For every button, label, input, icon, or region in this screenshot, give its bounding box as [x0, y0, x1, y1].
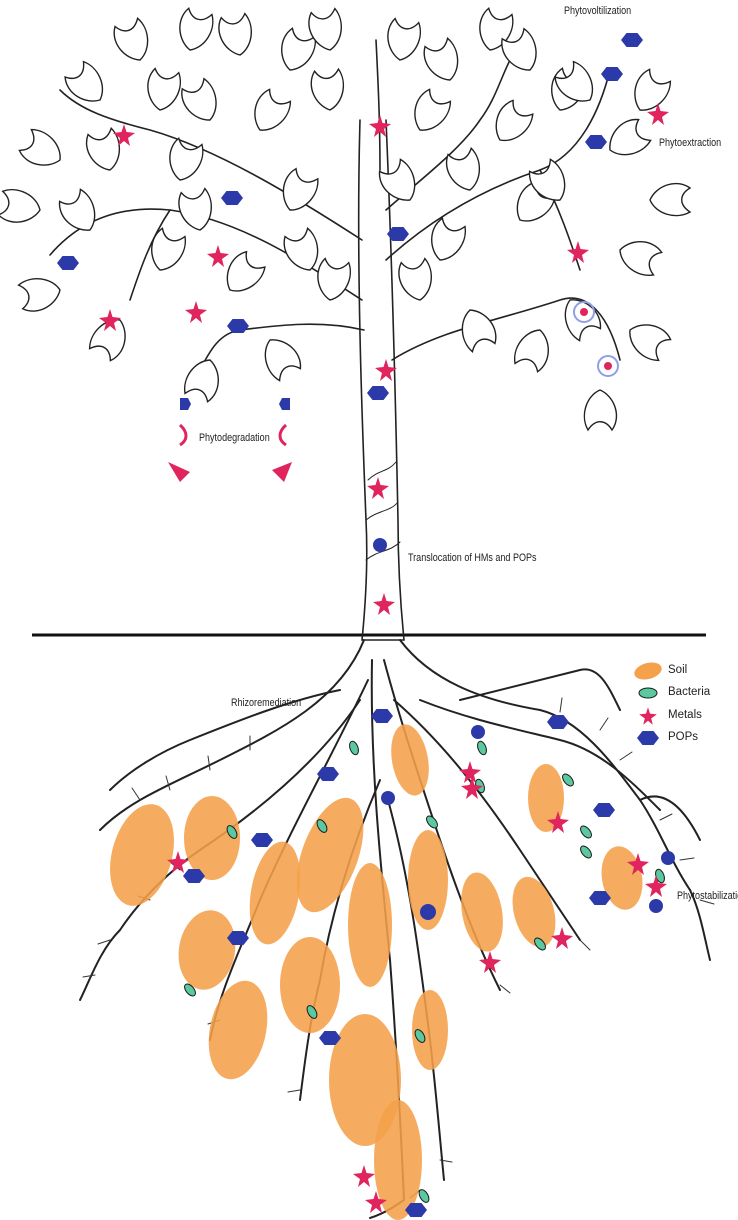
label-phytovolatilization: Phytovoltilization — [564, 5, 631, 17]
legend-label-pops: POPs — [668, 731, 698, 743]
metal-star-icon — [639, 707, 657, 725]
soil-ellipse-icon — [632, 660, 663, 683]
leaves — [0, 7, 690, 430]
label-phytostabilization: Phytostabilization — [677, 890, 738, 902]
label-rhizoremediation: Rhizoremediation — [231, 697, 301, 709]
legend-icons — [632, 660, 663, 745]
pop-hexagon-icon — [637, 731, 659, 745]
label-translocation: Translocation of HMs and POPs — [408, 552, 537, 564]
label-phytodegradation: Phytodegradation — [199, 432, 270, 444]
label-phytoextraction: Phytoextraction — [659, 137, 721, 149]
legend-label-bacteria: Bacteria — [668, 686, 710, 698]
legend-label-metals: Metals — [668, 709, 702, 721]
bacteria-ellipse-icon — [639, 688, 657, 698]
legend-label-soil: Soil — [668, 664, 687, 676]
